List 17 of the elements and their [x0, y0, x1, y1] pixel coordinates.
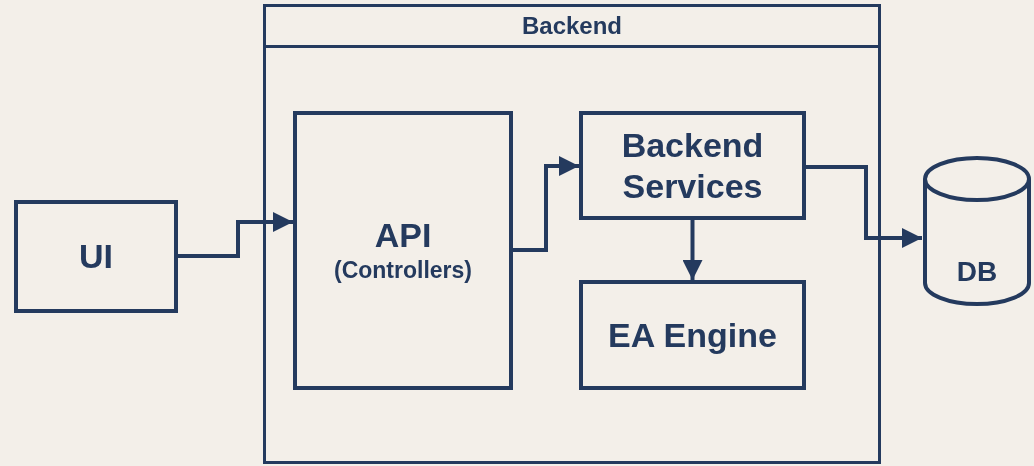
node-label: DB [955, 255, 999, 289]
arrow [806, 165, 922, 248]
container-title: Backend [521, 11, 622, 41]
container-box [263, 4, 881, 464]
box-title: UI [79, 236, 113, 277]
arrow [513, 156, 579, 252]
arrow [682, 220, 703, 280]
process-box [293, 111, 513, 390]
box-title: API [374, 215, 432, 256]
process-box [579, 280, 806, 390]
box-title: EA Engine [608, 314, 777, 356]
arrow [178, 212, 293, 258]
process-box [579, 111, 806, 220]
box-subtitle: (Controllers) [334, 255, 472, 285]
process-box [14, 200, 178, 313]
database-cylinder [922, 155, 1032, 307]
box-title: Backend Services [620, 124, 765, 207]
